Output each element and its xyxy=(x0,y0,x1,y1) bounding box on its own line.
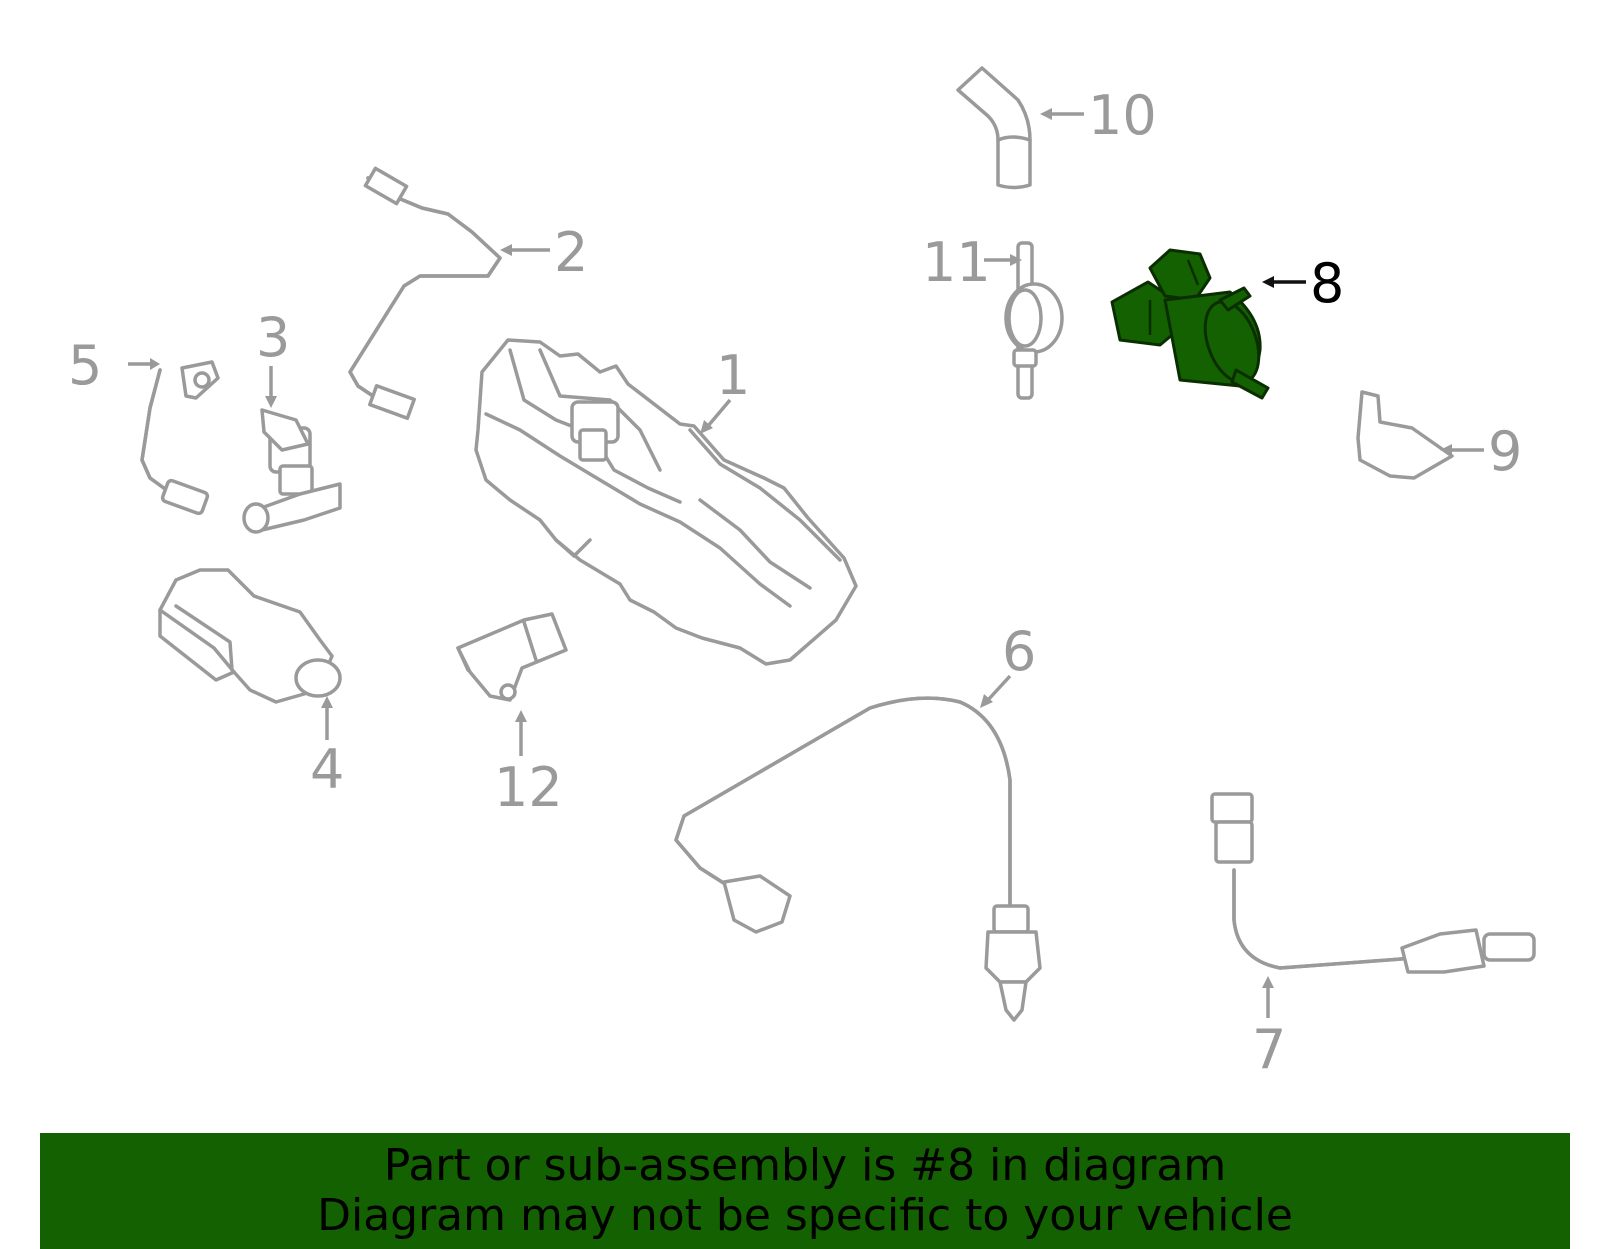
callout-7: 7 xyxy=(1252,1018,1286,1081)
callout-4: 4 xyxy=(310,738,344,801)
callout-2: 2 xyxy=(554,221,588,284)
part-11-sensor[interactable] xyxy=(1004,241,1064,400)
callout-arrows xyxy=(128,108,1484,1018)
callout-12: 12 xyxy=(494,756,563,819)
part-10-hose[interactable] xyxy=(956,66,1032,190)
callout-11: 11 xyxy=(922,231,991,294)
part-4-actuator[interactable] xyxy=(158,568,342,704)
callout-labels: 1 2 3 4 5 6 7 8 9 10 11 12 xyxy=(68,84,1522,1081)
callout-10: 10 xyxy=(1088,84,1157,147)
callout-6: 6 xyxy=(1002,620,1036,683)
part-8-solenoid-valve[interactable] xyxy=(1110,248,1270,400)
part-3-valve[interactable] xyxy=(242,408,342,534)
part-6-oxygen-sensor[interactable] xyxy=(674,696,1042,1022)
part-1-manifold[interactable] xyxy=(474,338,858,666)
info-banner: Part or sub-assembly is #8 in diagram Di… xyxy=(40,1133,1570,1249)
banner-background xyxy=(40,1133,1570,1249)
callout-3: 3 xyxy=(256,306,290,369)
part-5-sensor[interactable] xyxy=(140,360,220,516)
part-12-map-sensor[interactable] xyxy=(456,612,568,702)
callout-5: 5 xyxy=(68,334,102,397)
callout-9: 9 xyxy=(1488,420,1522,483)
part-2-tube[interactable] xyxy=(348,166,502,420)
callout-8: 8 xyxy=(1310,252,1344,315)
callout-1: 1 xyxy=(716,344,750,407)
part-9-bracket[interactable] xyxy=(1356,390,1454,480)
part-7-oxygen-sensor[interactable] xyxy=(1210,792,1536,974)
banner-line-2: Diagram may not be specific to your vehi… xyxy=(317,1190,1293,1241)
banner-line-1: Part or sub-assembly is #8 in diagram xyxy=(383,1140,1227,1191)
